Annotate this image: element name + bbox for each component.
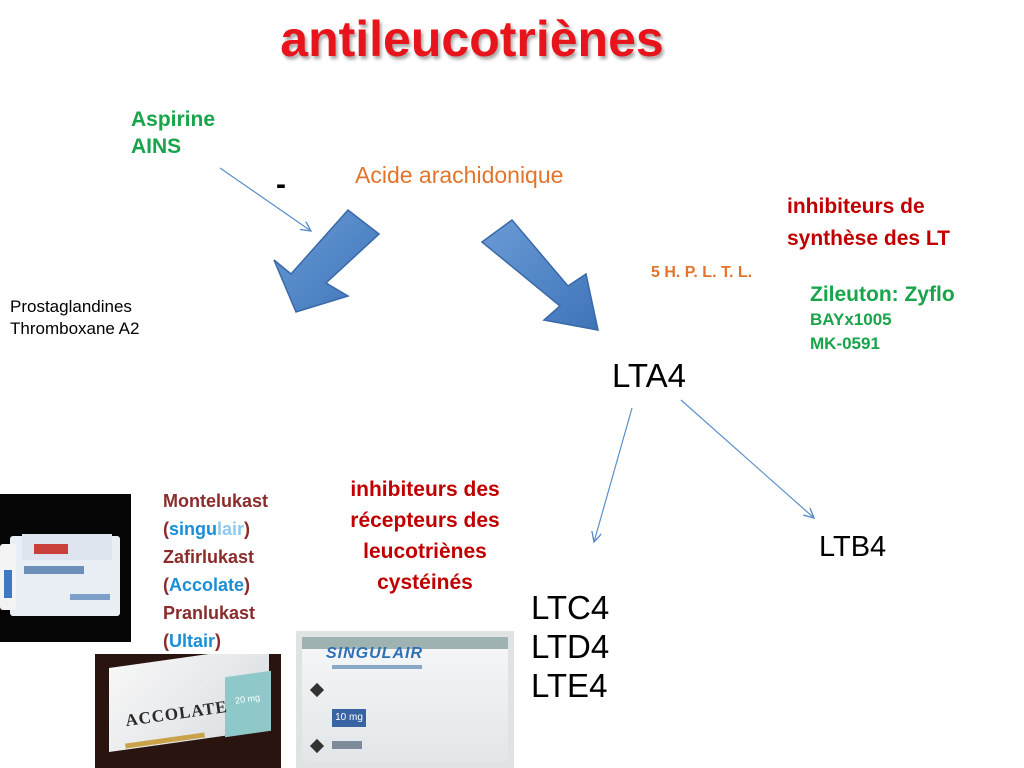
aspirine-label: Aspirine AINS bbox=[131, 106, 215, 160]
synthese-inhibitors-label: inhibiteurs de synthèse des LT bbox=[787, 191, 950, 255]
lta4-to-ltb4-arrow bbox=[680, 399, 814, 518]
drug-singulair: (singulair) bbox=[163, 515, 268, 543]
singulair-open: ( bbox=[163, 519, 169, 539]
lta4-to-ltc4-arrow bbox=[594, 407, 633, 542]
aspirine-line2: AINS bbox=[131, 135, 182, 158]
drug-ultair: (Ultair) bbox=[163, 627, 268, 655]
synthese-line2: synthèse des LT bbox=[787, 227, 950, 250]
ltd4-label: LTD4 bbox=[531, 628, 610, 665]
singulair-box-photo: SINGULAIR 10 mg bbox=[296, 631, 514, 768]
zileuton-alt2: MK-0591 bbox=[810, 334, 880, 353]
receptor-line1: inhibiteurs des bbox=[350, 478, 500, 501]
block-arrow-to-lta4 bbox=[480, 218, 599, 331]
ultair-box-photo bbox=[0, 494, 131, 642]
lte4-label: LTE4 bbox=[531, 667, 608, 704]
receptor-line2: récepteurs des bbox=[350, 509, 500, 532]
singulair-box-text: SINGULAIR bbox=[326, 645, 423, 662]
drug-pranlukast: Pranlukast bbox=[163, 603, 256, 623]
zileuton-block: Zileuton: Zyflo BAYx1005 MK-0591 bbox=[810, 282, 955, 356]
singulair-box-dose: 10 mg bbox=[332, 709, 366, 727]
accolate-box-photo: ACCOLATE 20 mg bbox=[95, 654, 281, 768]
aspirine-line1: Aspirine bbox=[131, 108, 216, 131]
zileuton-alt1: BAYx1005 bbox=[810, 310, 892, 329]
acide-arachidonique-label: Acide arachidonique bbox=[355, 162, 564, 188]
singulair-part-a: singu bbox=[169, 519, 217, 539]
drug-list: Montelukast (singulair) Zafirlukast (Acc… bbox=[163, 487, 268, 655]
prostaglandines-line2: Thromboxane A2 bbox=[10, 319, 140, 338]
drug-zafirlukast: Zafirlukast bbox=[163, 547, 255, 567]
accolate-open: ( bbox=[163, 575, 169, 595]
receptor-line4: cystéinés bbox=[377, 571, 473, 594]
singulair-part-b: lair bbox=[217, 519, 245, 539]
prostaglandines-line1: Prostaglandines bbox=[10, 297, 132, 316]
accolate-name: Accolate bbox=[169, 575, 245, 595]
accolate-close: ) bbox=[244, 575, 251, 595]
receptor-line3: leucotriènes bbox=[363, 540, 487, 563]
receptor-inhibitors-label: inhibiteurs des récepteurs des leucotriè… bbox=[320, 474, 530, 598]
singulair-close: ) bbox=[244, 519, 251, 539]
ultair-close: ) bbox=[215, 631, 222, 651]
lta4-label: LTA4 bbox=[612, 357, 686, 394]
aspirine-inhibition-arrow bbox=[219, 167, 311, 231]
drug-montelukast: Montelukast bbox=[163, 491, 269, 511]
slide-title: antileucotriènes bbox=[280, 11, 664, 67]
inhibition-minus-sign: - bbox=[276, 168, 286, 201]
cysteinyl-leukotrienes: LTC4 LTD4 LTE4 bbox=[531, 588, 609, 705]
zileuton-name: Zileuton: Zyflo bbox=[810, 283, 955, 306]
enzyme-label: 5 H. P. L. T. L. bbox=[651, 264, 753, 281]
prostaglandines-label: Prostaglandines Thromboxane A2 bbox=[10, 296, 139, 340]
block-arrow-to-prostaglandines bbox=[273, 208, 381, 313]
synthese-line1: inhibiteurs de bbox=[787, 195, 925, 218]
ltc4-label: LTC4 bbox=[531, 589, 610, 626]
ultair-open: ( bbox=[163, 631, 169, 651]
ltb4-label: LTB4 bbox=[819, 531, 887, 563]
drug-accolate: (Accolate) bbox=[163, 571, 268, 599]
ultair-name: Ultair bbox=[169, 631, 216, 651]
